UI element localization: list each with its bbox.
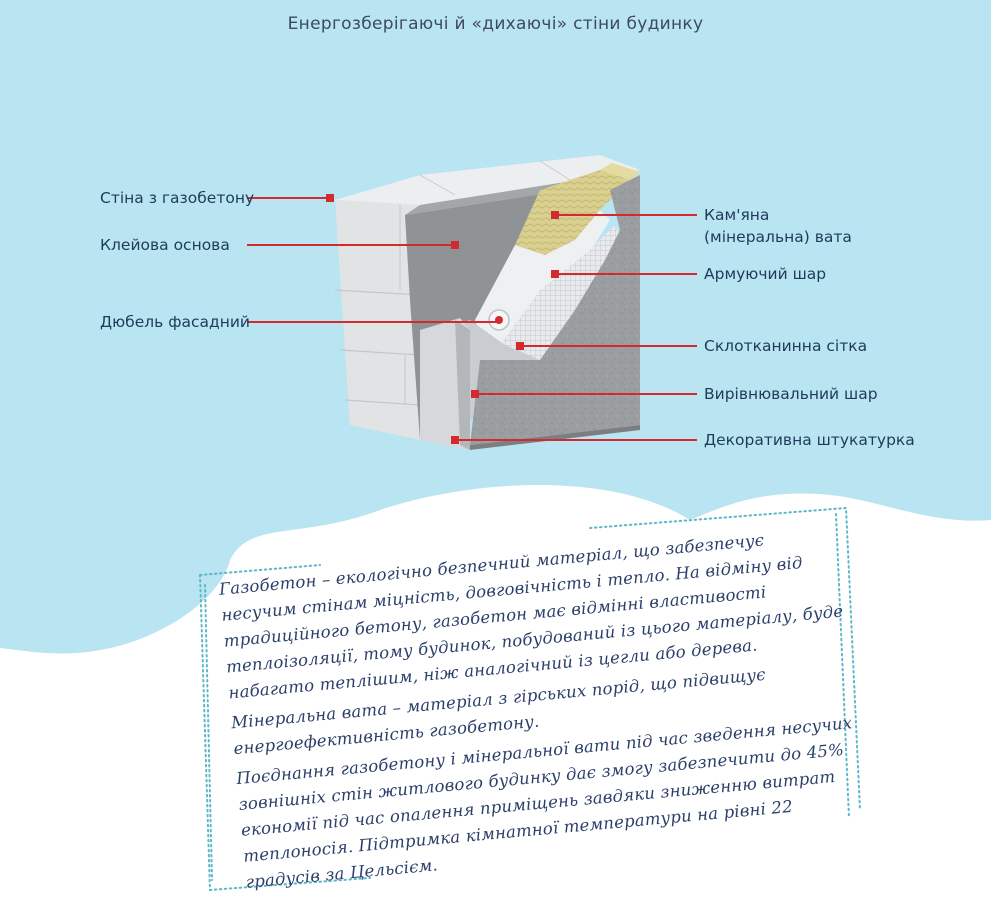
note-frame <box>199 506 861 892</box>
label-reinforcing-layer: Армуючий шар <box>704 265 827 283</box>
wall-diagram <box>334 155 640 450</box>
label-leveling-layer: Вирівнювальний шар <box>704 385 878 403</box>
label-adhesive-base: Клейова основа <box>100 236 230 254</box>
pointer-markers <box>326 194 559 444</box>
label-mineral-wool-line1: Кам'яна <box>704 206 770 224</box>
label-aerated-concrete-wall: Стіна з газобетону <box>100 189 255 207</box>
page-title: Енергозберігаючі й «дихаючі» стіни будин… <box>287 14 704 34</box>
pointer-lines <box>247 197 697 441</box>
info-note: Газобетон – екологічно безпечний матеріа… <box>210 525 853 891</box>
label-decorative-plaster: Декоративна штукатурка <box>704 431 915 449</box>
label-facade-dowel: Дюбель фасадний <box>100 313 250 331</box>
label-mineral-wool-line2: (мінеральна) вата <box>704 228 852 246</box>
label-fiberglass-mesh: Склотканинна сітка <box>704 337 868 355</box>
